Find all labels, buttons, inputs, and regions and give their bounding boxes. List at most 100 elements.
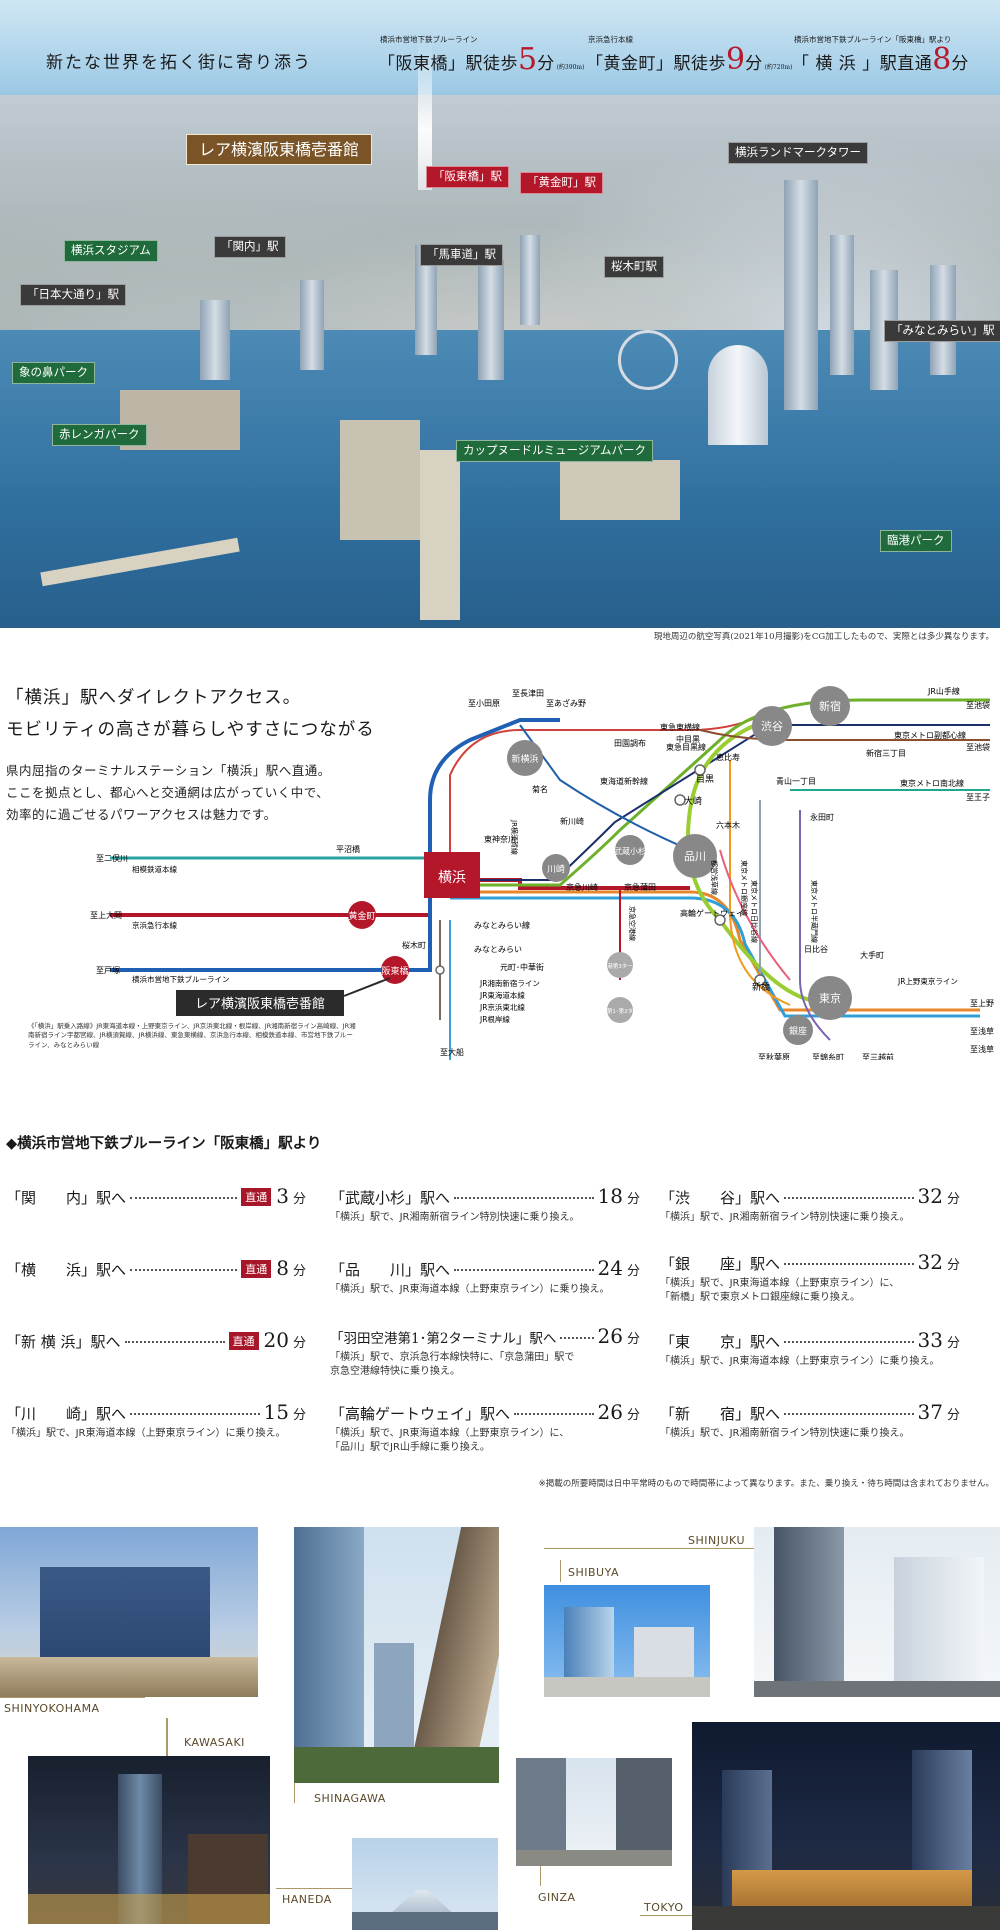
travel-station: 「品 川」駅へ [330, 1261, 451, 1279]
keikyu-main-label: 京浜急行本線 [132, 920, 177, 930]
to-futamatagawa: 至二俣川 [96, 854, 128, 863]
travel-station: 「羽田空港第1･第2ターミナル」駅へ [330, 1331, 557, 1347]
yokosuka-label: JR横須賀線 [510, 819, 519, 855]
access-text: 「 横 浜 」駅直通 [792, 54, 933, 74]
station-dot-takanawa [714, 914, 726, 926]
travel-minutes: 26 [597, 1324, 623, 1348]
to-ikebukuro-2: 至池袋 [966, 742, 990, 752]
nagatacho-label: 永田町 [810, 812, 834, 822]
travel-station: 「渋 谷」駅へ [660, 1189, 781, 1207]
yamanote-label: JR山手線 [927, 686, 960, 696]
motomachi-label: 元町･中華街 [500, 962, 544, 972]
denenchofu-label: 田園調布 [614, 738, 646, 748]
access-yokohama: 横浜市営地下鉄ブルーライン「阪東橋」駅より 「 横 浜 」駅直通8分 [792, 34, 969, 75]
sakuragicho-station-label: 桜木町駅 [604, 256, 664, 278]
photo-kawasaki [28, 1756, 270, 1924]
building [200, 300, 230, 380]
shinyokohama-label: 新横浜 [511, 753, 538, 765]
map-note: 《「横浜」駅乗入路線》JR東海道本線・上野東京ライン、JR京浜東北線・根岸線、J… [28, 1022, 356, 1049]
shinkansen-line [519, 724, 691, 851]
travel-note: 「横浜」駅で、JR東海道本線（上野東京ライン）に、「新橋」駅で東京メトロ銀座線に… [660, 1278, 900, 1303]
direct-badge: 直通 [241, 1260, 272, 1278]
musashikosugi-label: 武蔵小杉 [614, 846, 646, 856]
yokohama-label: 横浜 [438, 870, 466, 886]
gold-line [276, 1888, 352, 1889]
label-tokyo: TOKYO [644, 1901, 684, 1914]
to-ofuna: 至大船 [440, 1047, 464, 1057]
ueno-tokyo-label: JR上野東京ライン [897, 976, 958, 986]
station-haneda-3: 羽田空港第3ターミナル [591, 952, 650, 978]
keikyu-kawasaki-label: 京急川崎 [566, 882, 598, 892]
to-ueno: 至上野 [970, 999, 994, 1008]
station-shinyokohama: 新横浜 [507, 740, 543, 776]
access-minutes: 5 [518, 42, 538, 77]
gold-line [560, 1560, 561, 1582]
travel-station: 「銀 座」駅へ [660, 1255, 781, 1273]
otemachi-label: 大手町 [860, 950, 884, 960]
to-nagatsuta: 至長津田 [512, 688, 544, 698]
building [415, 245, 437, 355]
station-tokyo: 東京 [808, 976, 852, 1020]
travel-minutes: 15 [263, 1400, 289, 1424]
rinko-park-label: 臨港パーク [880, 530, 952, 552]
building [830, 235, 854, 375]
landmark-tower-label: 横浜ランドマークタワー [728, 142, 869, 164]
namboku-label: 東京メトロ南北線 [900, 778, 964, 788]
photo-shibuya [544, 1585, 710, 1697]
label-shibuya: SHIBUYA [568, 1566, 619, 1579]
travel-unit: 分 [626, 1264, 640, 1279]
building [300, 280, 324, 370]
label-ginza: GINZA [538, 1891, 576, 1904]
travel-minutes: 26 [597, 1400, 623, 1424]
travel-minutes: 18 [597, 1184, 623, 1208]
label-shinjuku: SHINJUKU [688, 1534, 745, 1547]
travel-station: 「川 崎」駅へ [6, 1405, 127, 1423]
station-shibuya: 渋谷 [752, 706, 792, 746]
travel-minutes: 20 [263, 1328, 289, 1352]
travel-unit: 分 [946, 1192, 960, 1207]
to-totsuka: 至戸塚 [96, 966, 120, 975]
red-brick-park-label: 赤レンガパーク [52, 424, 147, 446]
to-mitsukoshi: 至三越前 [862, 1052, 894, 1060]
ginza-label: 銀座 [789, 1025, 807, 1037]
travel-station: 「関 内」駅へ [6, 1189, 127, 1207]
direct-badge: 直通 [228, 1332, 259, 1350]
hibiya-label: 日比谷 [804, 944, 828, 954]
toyoko-label: 東急東横線 [660, 722, 700, 732]
station-bandobashi: 阪東橋 [381, 956, 409, 984]
landmark-tower [784, 180, 818, 410]
gold-line [166, 1718, 168, 1762]
hiranumabashi-label: 平沼橋 [336, 844, 360, 854]
travel-unit: 分 [292, 1264, 306, 1279]
to-akihabara: 至秋葉原 [758, 1052, 790, 1060]
travel-note: 「横浜」駅で、JR東海道本線（上野東京ライン）に乗り換え。 [330, 1284, 610, 1295]
station-ginza: 銀座 [783, 1015, 813, 1045]
travel-unit: 分 [292, 1192, 306, 1207]
fukutoshin-line [699, 729, 990, 741]
station-kawasaki: 川崎 [542, 854, 570, 882]
cupnoodle-park-label: カップヌードルミュージアムパーク [456, 440, 653, 462]
travel-minutes: 3 [276, 1184, 289, 1208]
keikyu-airport-label: 京急空港線 [628, 906, 637, 941]
property-callout: レア横濱阪東橋壱番館 [176, 977, 391, 1016]
haneda-12-label: 羽田空港第1･第2ターミナル [585, 1007, 656, 1015]
travel-note: 「横浜」駅で、京浜急行本線快特に、「京急蒲田」駅で京急空港線特快に乗り換え。 [330, 1352, 575, 1377]
label-haneda: HANEDA [282, 1893, 332, 1906]
ginza-metro-line [729, 760, 791, 1006]
shinkawasaki-label: 新川崎 [560, 816, 584, 826]
blue-line-label: 横浜市営地下鉄ブルーライン [132, 974, 230, 984]
access-body-3: 効率的に過ごせるパワーアクセスは魅力です。 [6, 807, 277, 822]
station-musashikosugi: 武蔵小杉 [614, 835, 646, 865]
station-dot-meguro [694, 764, 706, 776]
shinkansen-label: 東海道新幹線 [600, 776, 648, 786]
keihin-tohoku-line [450, 896, 980, 1018]
